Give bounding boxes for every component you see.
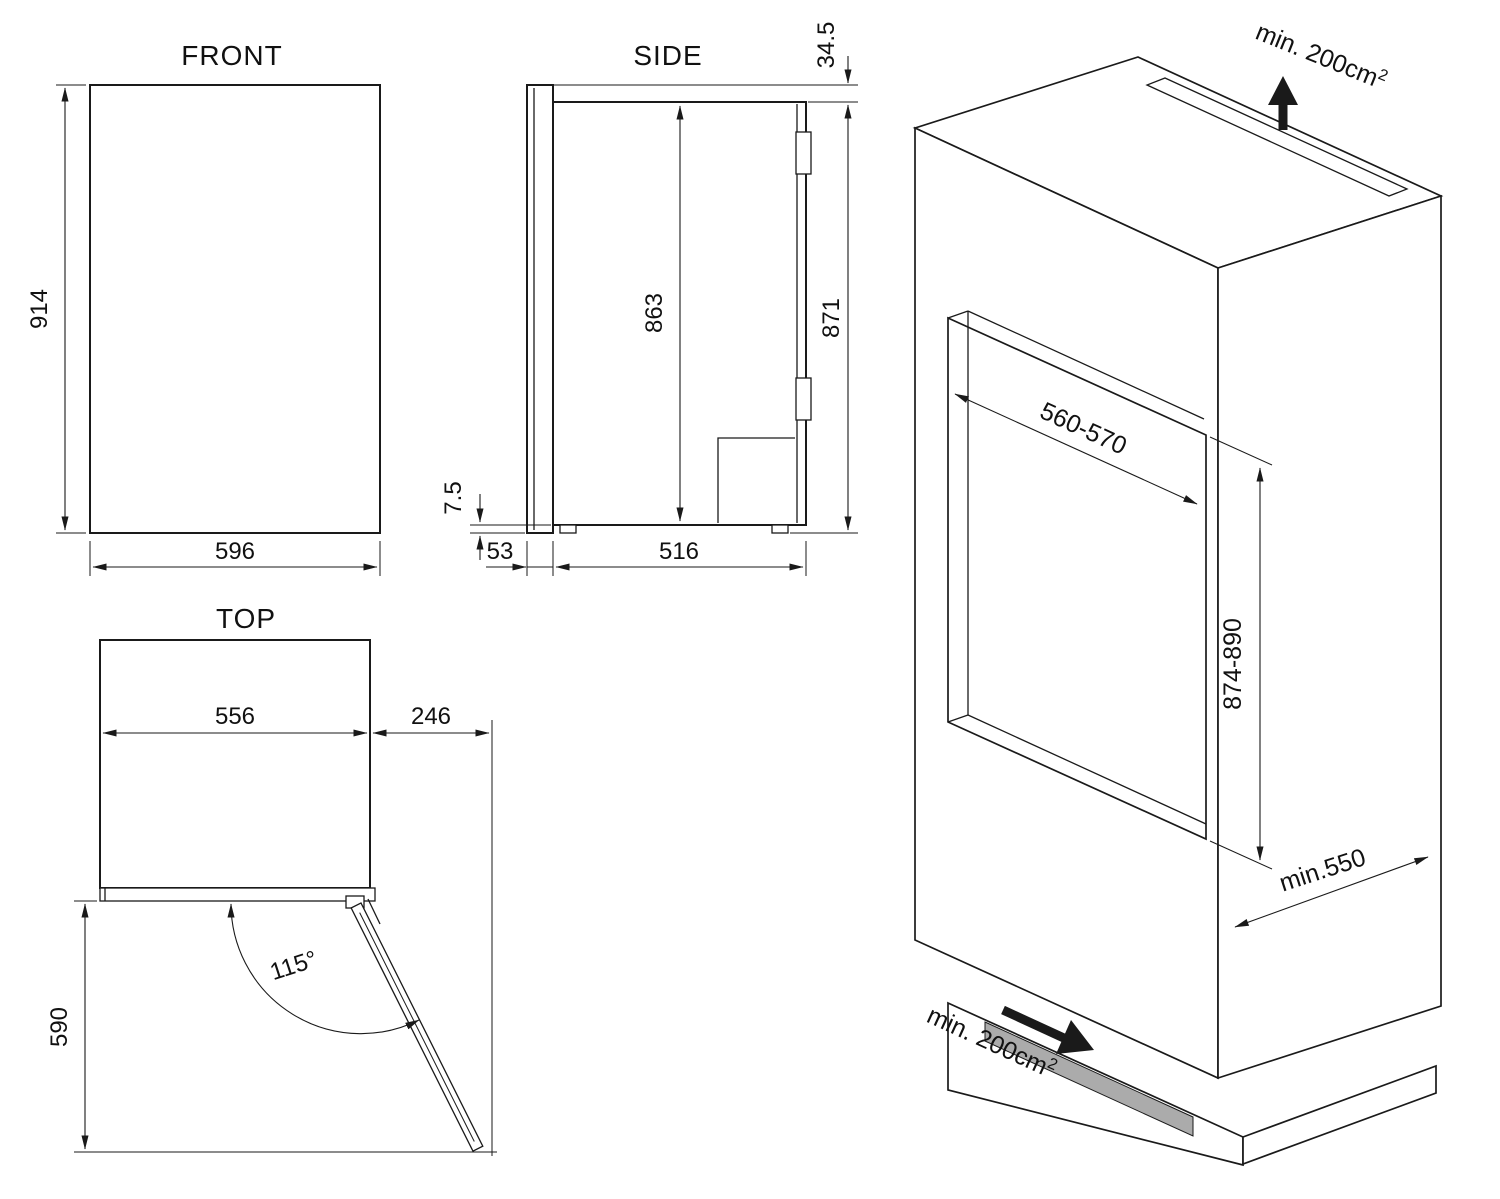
top-door-clearance-label: 246 [411,703,451,730]
vent-top-arrow-icon [1268,76,1298,105]
installation-view: 560-570 874-890 min.550 min. 200cm2 min.… [912,18,1444,1167]
side-hinge-bracket-top [795,131,812,175]
front-view-title: FRONT [181,40,282,71]
vent-bottom-arrow-icon [1056,1020,1094,1054]
front-view: FRONT 914 596 [26,40,381,576]
side-view: SIDE 863 871 34.5 7.5 53 [440,22,858,576]
top-door-swing-arc [227,903,420,1035]
plinth-vent-grille [984,1021,1194,1137]
niche-height-label: 874-890 [1219,618,1247,710]
side-foot-rear [771,524,789,534]
top-view: TOP 115° 556 246 590 [46,603,497,1156]
front-width-dim-label: 596 [215,538,255,565]
side-door-depth-label: 53 [487,538,514,565]
niche-depth-dim-line [1234,856,1429,928]
side-inner-height-label: 863 [641,293,668,333]
side-foot-height-label: 7.5 [440,481,467,514]
side-hinge-bracket-mid [795,377,812,421]
top-body-outline [99,639,371,889]
top-door-angle-label: 115° [267,946,321,986]
side-door-panel [526,84,554,534]
front-height-dim-label: 914 [26,289,53,329]
side-base-recess [717,437,795,523]
top-swing-depth-label: 590 [46,1007,73,1047]
vent-bottom-arrow-shaft [1001,1005,1068,1044]
cabinet-right-face [1217,194,1442,1080]
niche-width-dim-line [954,393,1198,505]
side-body-height-label: 871 [818,298,845,338]
top-open-door-inner-line [359,912,475,1142]
vent-top-label: min. 200cm2 [1252,18,1391,96]
side-body-depth-label: 516 [659,538,699,565]
cabinet-top-vent-slot [1145,77,1409,197]
side-top-offset-label: 34.5 [813,22,840,69]
top-body-width-label: 556 [215,703,255,730]
side-view-title: SIDE [633,40,702,71]
top-open-door [350,902,484,1153]
top-front-frame [99,887,376,902]
top-view-title: TOP [216,603,276,634]
side-foot-front [559,524,577,534]
niche-ext-top [1209,436,1273,466]
front-outline [89,84,381,534]
plinth-side [1242,1064,1437,1166]
